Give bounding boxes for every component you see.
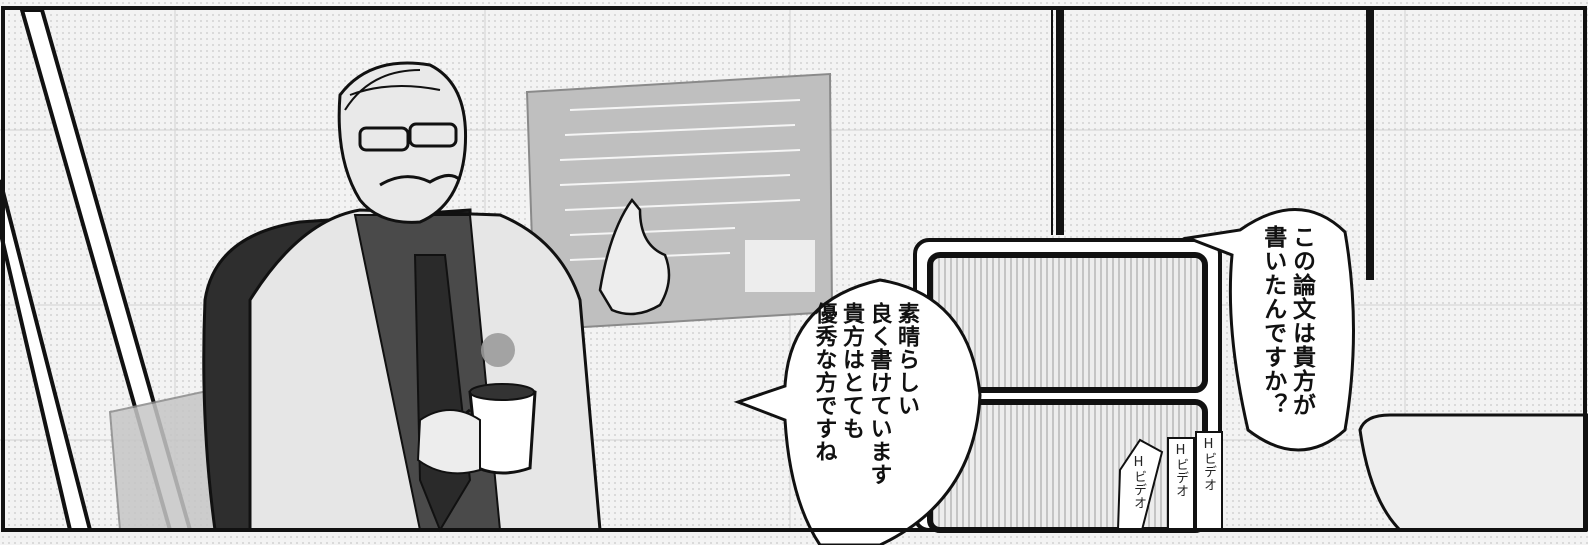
- speech-bubble-center: [733, 278, 982, 545]
- speech-text-center: 素晴らしい 良く書けています 貴方はとても 優秀な方ですね: [810, 302, 920, 517]
- hologram-screen: [525, 72, 834, 332]
- window-frame: [1051, 10, 1374, 280]
- speech-line: 良く書けています: [866, 302, 892, 486]
- video-spine-label: Hビデオ: [1173, 443, 1188, 497]
- glow-orb: [481, 333, 515, 367]
- coffee-mug: [416, 383, 537, 475]
- speech-line: 貴方はとても: [839, 302, 864, 440]
- video-tapes: [1116, 431, 1223, 531]
- video-spine-label: Hビデオ: [1201, 437, 1216, 491]
- speech-line: 素晴らしい: [894, 302, 919, 417]
- speech-line: この論文は貴方が: [1288, 225, 1315, 417]
- panel-border: [1, 6, 1587, 532]
- side-table: [1358, 413, 1588, 532]
- speech-line: 優秀な方ですね: [811, 302, 837, 463]
- speech-bubble-right: [1182, 208, 1355, 452]
- speech-line: 書いたんですか？: [1259, 225, 1286, 417]
- video-spine-label: Hビデオ: [1131, 455, 1146, 509]
- speech-text-right: この論文は貴方が 書いたんですか？: [1258, 225, 1316, 445]
- raised-hand: [598, 197, 671, 316]
- scientist-head: [337, 61, 468, 224]
